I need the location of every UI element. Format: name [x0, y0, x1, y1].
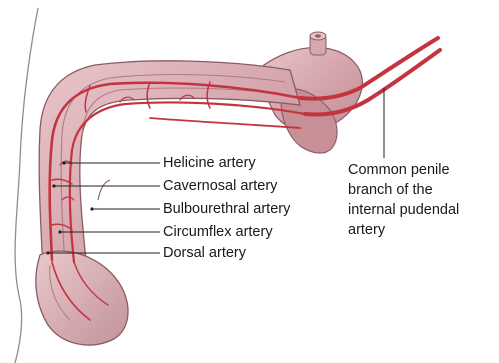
label-circumflex-artery: Circumflex artery	[163, 224, 273, 241]
label-common-penile-line-3: internal pudendal	[348, 200, 459, 220]
label-common-penile-line-1: Common penile	[348, 160, 459, 180]
label-common-penile-line-4: artery	[348, 220, 459, 240]
label-common-penile-branch: Common penile branch of the internal pud…	[348, 160, 459, 240]
label-common-penile-line-2: branch of the	[348, 180, 459, 200]
label-helicine-artery: Helicine artery	[163, 155, 256, 172]
bulbourethral-artery-path	[150, 118, 300, 128]
label-cavernosal-artery: Cavernosal artery	[163, 178, 277, 195]
label-bulbourethral-artery: Bulbourethral artery	[163, 201, 290, 218]
label-dorsal-artery: Dorsal artery	[163, 245, 246, 262]
body-outline	[15, 8, 38, 363]
